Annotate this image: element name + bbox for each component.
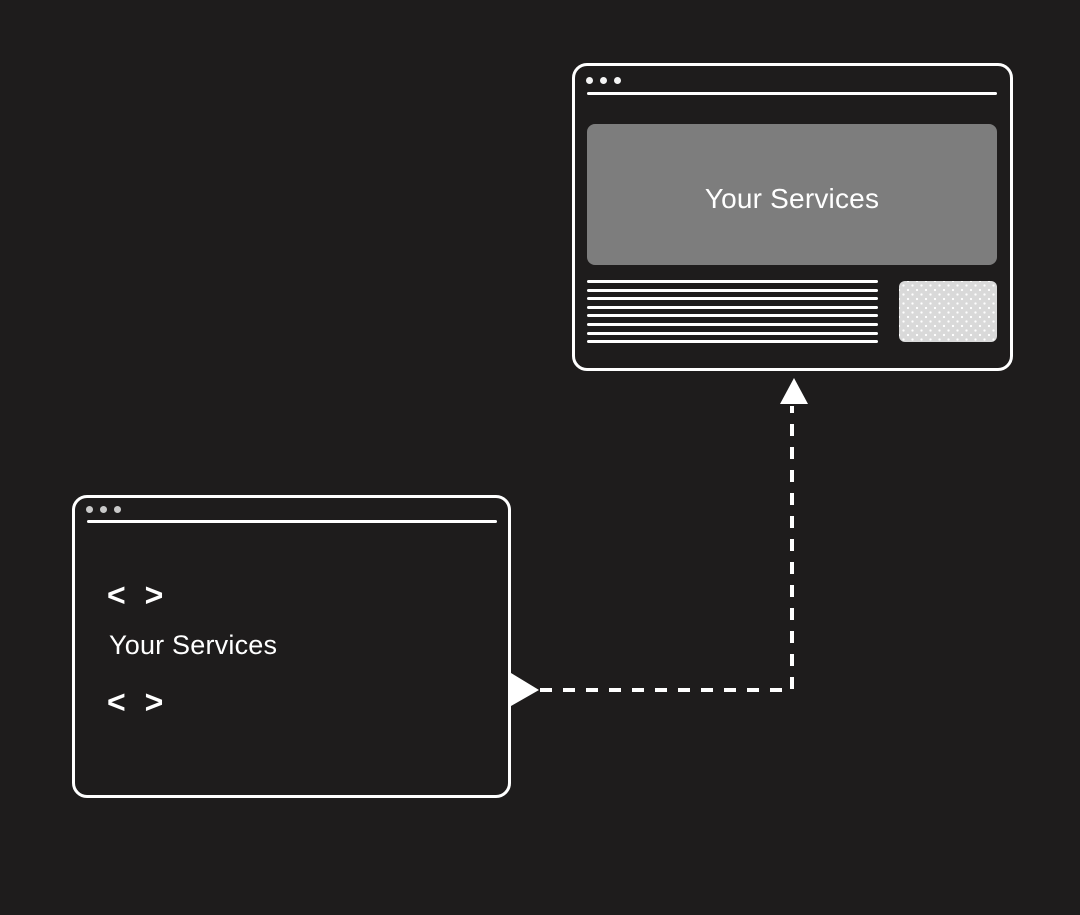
window-dot-icon bbox=[114, 506, 121, 513]
text-line bbox=[587, 280, 878, 283]
hero-banner: Your Services bbox=[587, 124, 997, 265]
window-header-divider bbox=[87, 520, 497, 523]
text-lines bbox=[587, 280, 878, 344]
window-dot-icon bbox=[614, 77, 621, 84]
browser-window: Your Services bbox=[572, 63, 1013, 371]
text-line bbox=[587, 331, 878, 335]
code-window-label: Your Services bbox=[109, 630, 278, 660]
hero-label: Your Services bbox=[704, 182, 880, 214]
window-dot-icon bbox=[586, 77, 593, 84]
connector-dashed-line bbox=[540, 406, 794, 692]
window-dot-icon bbox=[100, 506, 107, 513]
code-tag-close-icon: < > bbox=[107, 684, 169, 720]
text-line bbox=[587, 297, 878, 301]
code-tag-open-icon: < > bbox=[107, 577, 169, 613]
window-dot-icon bbox=[600, 77, 607, 84]
text-line bbox=[587, 305, 878, 309]
thumbnail-box bbox=[899, 281, 997, 342]
window-control-dots bbox=[86, 506, 121, 513]
code-window: < > Your Services < > bbox=[72, 495, 511, 798]
text-line bbox=[587, 322, 878, 326]
text-line bbox=[587, 340, 878, 344]
text-line bbox=[587, 288, 878, 292]
window-dot-icon bbox=[86, 506, 93, 513]
connector-end-arrowhead-icon bbox=[780, 378, 808, 404]
connector-start-arrowhead-icon bbox=[511, 673, 539, 706]
text-line bbox=[587, 314, 878, 318]
window-control-dots bbox=[586, 77, 621, 84]
window-header-divider bbox=[587, 92, 997, 95]
